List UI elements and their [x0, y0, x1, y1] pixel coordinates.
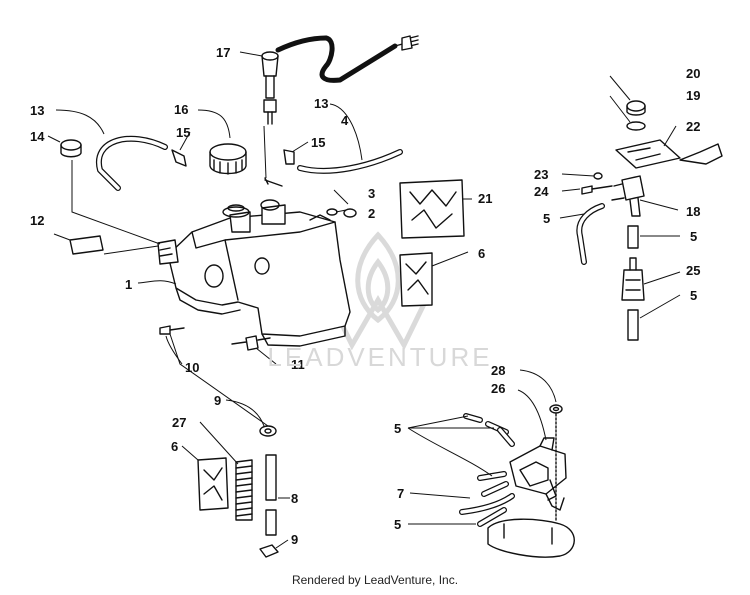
- decal-6-bottom: [197, 457, 229, 511]
- decal-21: [399, 179, 465, 239]
- bracket-22: [615, 139, 681, 169]
- decal-6-top: [399, 252, 433, 307]
- valve-18: [621, 175, 645, 201]
- callout-26: 26: [491, 381, 505, 396]
- callout-labels: 1 2 3 4 5 5 5 5 5 6 6 7 8 9 9 10 11 12 1…: [30, 45, 700, 547]
- callout-14: 14: [30, 129, 45, 144]
- callout-9-b: 9: [291, 532, 298, 547]
- callout-10: 10: [185, 360, 199, 375]
- callout-19: 19: [686, 88, 700, 103]
- oil-tank: [157, 204, 351, 347]
- spring-27: [235, 459, 253, 521]
- callout-18: 18: [686, 204, 700, 219]
- oil-pump: [509, 437, 567, 511]
- callout-20: 20: [686, 66, 700, 81]
- callout-23: 23: [534, 167, 548, 182]
- filler-cap: [209, 143, 247, 175]
- callout-28: 28: [491, 363, 505, 378]
- callout-2: 2: [368, 206, 375, 221]
- callout-5-b: 5: [690, 229, 697, 244]
- callout-11: 11: [291, 357, 305, 372]
- callout-25: 25: [686, 263, 700, 278]
- callout-8: 8: [291, 491, 298, 506]
- callout-9-a: 9: [214, 393, 221, 408]
- callout-17: 17: [216, 45, 230, 60]
- callout-3: 3: [368, 186, 375, 201]
- callout-5-d: 5: [394, 421, 401, 436]
- callout-24: 24: [534, 184, 549, 199]
- callout-22: 22: [686, 119, 700, 134]
- callout-5-a: 5: [543, 211, 550, 226]
- callout-7: 7: [397, 486, 404, 501]
- callout-21: 21: [478, 191, 492, 206]
- callout-12: 12: [30, 213, 44, 228]
- footer-credit: Rendered by LeadVenture, Inc.: [291, 573, 459, 587]
- callout-1: 1: [125, 277, 132, 292]
- filter-25: [621, 269, 645, 301]
- callout-15-a: 15: [176, 125, 190, 140]
- leader-lines: [47, 51, 681, 549]
- callout-6-a: 6: [478, 246, 485, 261]
- callout-6-b: 6: [171, 439, 178, 454]
- callout-27: 27: [172, 415, 186, 430]
- sleeve-8-upper: [265, 454, 277, 501]
- callout-5-c: 5: [690, 288, 697, 303]
- callout-13-b: 13: [314, 96, 328, 111]
- level-sensor: [261, 35, 419, 125]
- callout-5-e: 5: [394, 517, 401, 532]
- callout-4: 4: [341, 113, 349, 128]
- callout-13-a: 13: [30, 103, 44, 118]
- callout-15-b: 15: [311, 135, 325, 150]
- callout-16: 16: [174, 102, 188, 117]
- watermark-text: LEADVENTURE: [267, 342, 493, 372]
